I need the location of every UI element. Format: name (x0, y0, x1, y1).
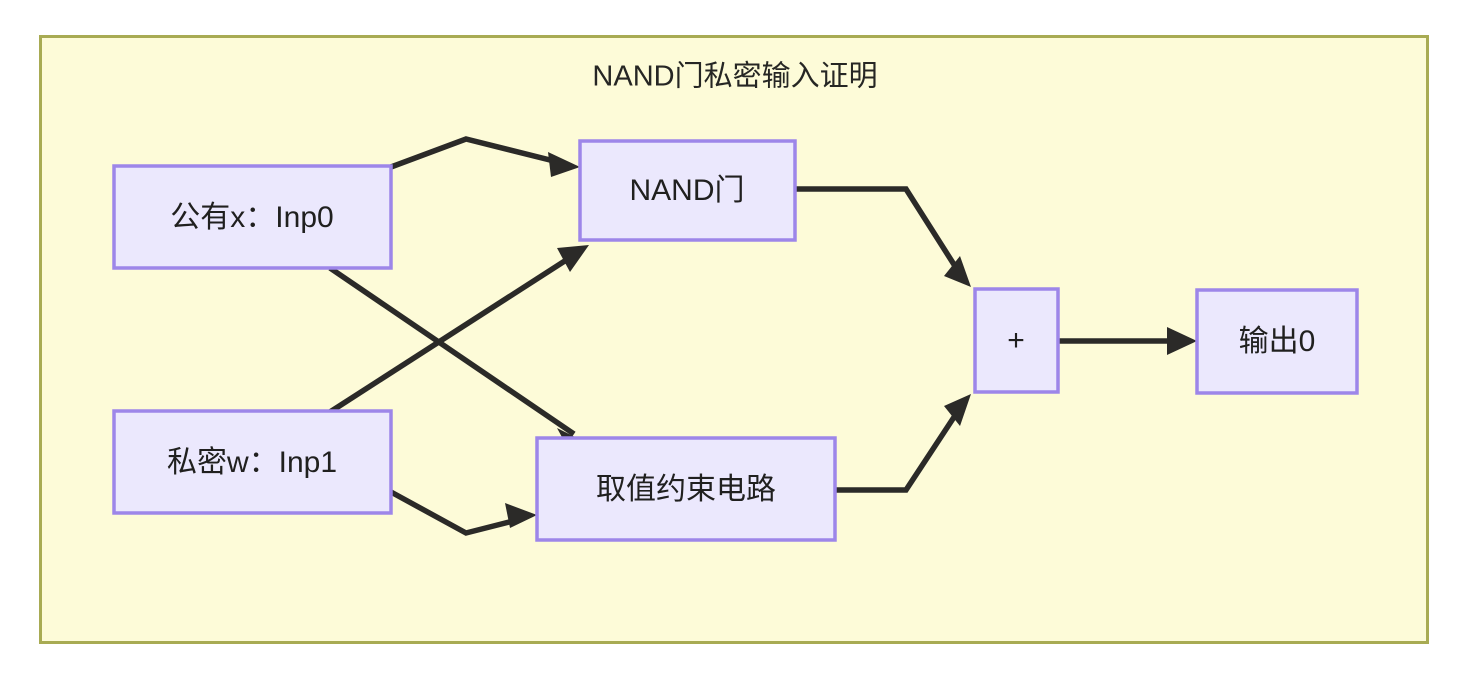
node-label-inp0: 公有x：Inp0 (170, 201, 333, 234)
node-output[interactable]: 输出0 (1195, 288, 1359, 395)
edge-nand-to-sum (795, 186, 971, 287)
node-label-output: 输出0 (1239, 325, 1316, 358)
edge-sum-to-output (1058, 327, 1197, 355)
node-label-sum: + (1007, 324, 1025, 357)
edge-inp0-to-nand (390, 136, 580, 177)
node-constraint-circuit[interactable]: 取值约束电路 (535, 436, 837, 542)
edge-inp1-to-constraint (389, 489, 537, 536)
node-label-constraint-circuit: 取值约束电路 (596, 473, 776, 506)
node-private-input-inp1[interactable]: 私密w：Inp1 (112, 409, 393, 515)
node-label-nand-gate: NAND门 (629, 174, 744, 207)
edge-constraint-to-sum (835, 394, 971, 493)
node-public-input-inp0[interactable]: 公有x：Inp0 (112, 164, 393, 270)
node-sum-operator[interactable]: + (973, 287, 1060, 394)
page-title: NAND门私密输入证明 (592, 60, 877, 93)
node-nand-gate[interactable]: NAND门 (578, 139, 797, 242)
edge-inp1-to-nand (328, 245, 589, 415)
node-label-inp1: 私密w：Inp1 (167, 446, 337, 479)
